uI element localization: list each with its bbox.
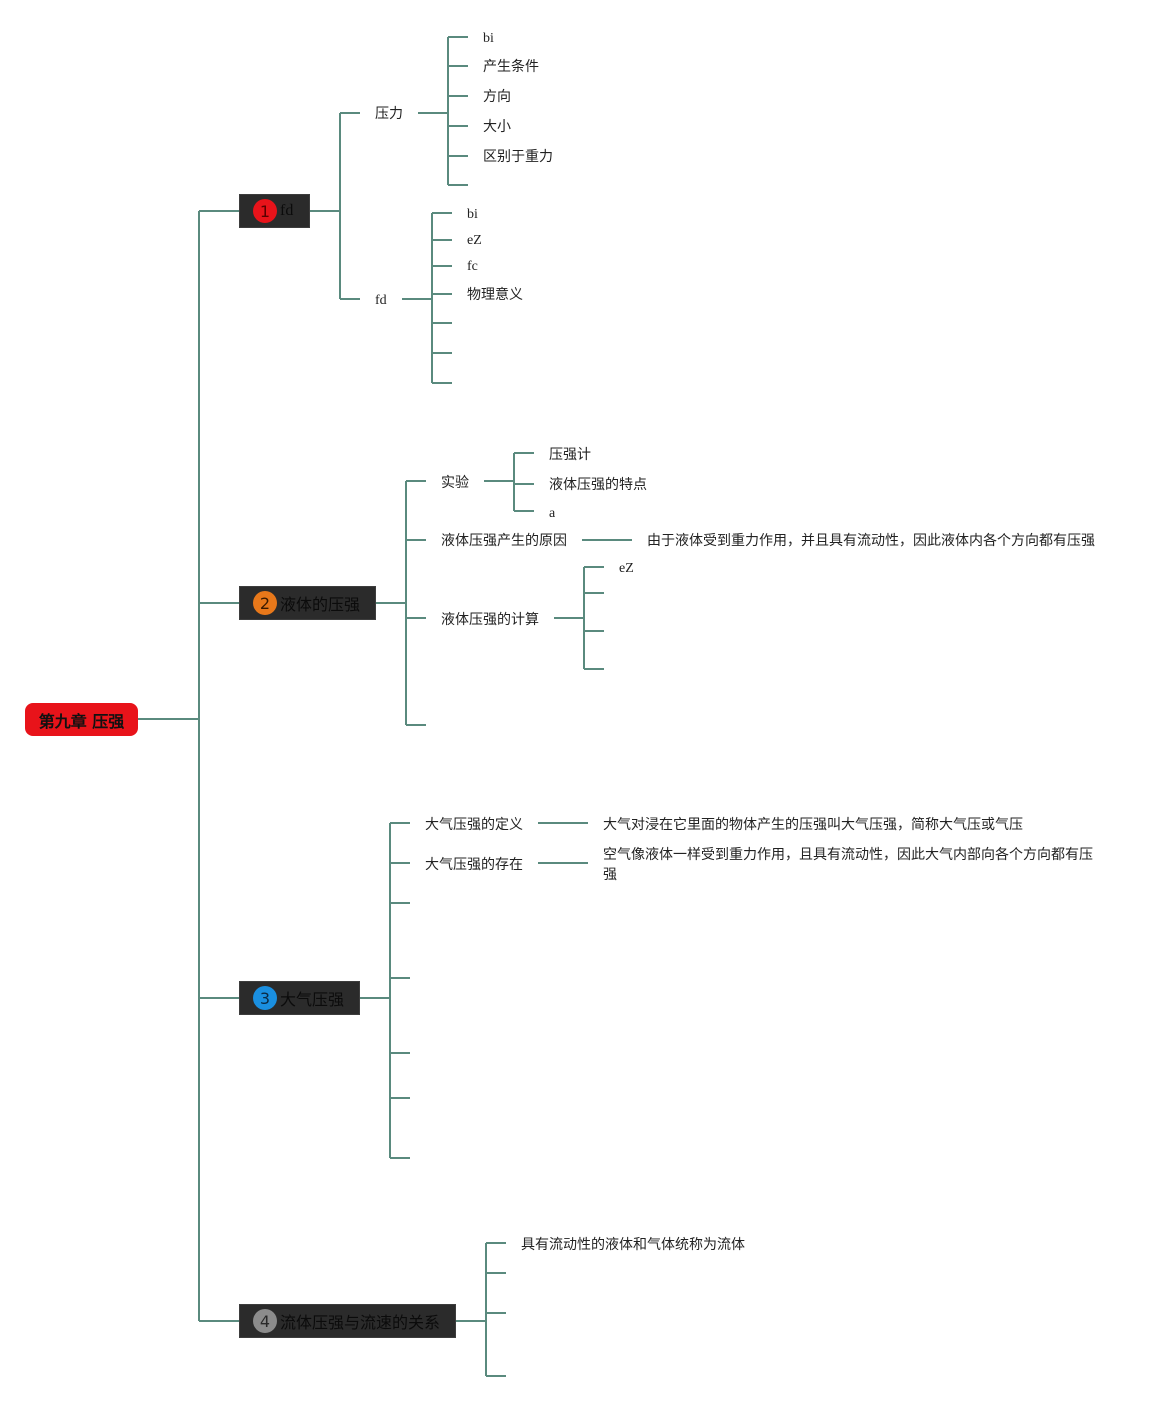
- node-cause[interactable]: 液体压强产生的原因: [441, 533, 567, 549]
- leaf-node[interactable]: eZ: [619, 561, 634, 576]
- node-experiment[interactable]: 实验: [441, 475, 469, 491]
- number-badge-icon: 3: [253, 986, 277, 1010]
- leaf-node[interactable]: fc: [467, 259, 478, 274]
- topic-node-4[interactable]: 4 流体压强与流速的关系: [239, 1304, 456, 1338]
- leaf-node[interactable]: bi: [483, 31, 494, 46]
- leaf-node[interactable]: 物理意义: [467, 287, 523, 303]
- leaf-node[interactable]: 方向: [483, 89, 511, 105]
- node-definition[interactable]: 大气压强的定义: [425, 817, 523, 833]
- leaf-node[interactable]: 区别于重力: [483, 149, 553, 165]
- root-node[interactable]: 第九章 压强: [25, 703, 138, 736]
- leaf-node[interactable]: bi: [467, 207, 478, 222]
- topic-node-2[interactable]: 2 液体的压强: [239, 586, 376, 620]
- node-calculation[interactable]: 液体压强的计算: [441, 612, 539, 628]
- number-badge-icon: 1: [253, 199, 277, 223]
- topic-label: 流体压强与流速的关系: [280, 1313, 441, 1332]
- leaf-node[interactable]: 具有流动性的液体和气体统称为流体: [521, 1237, 745, 1253]
- leaf-node[interactable]: 压强计: [549, 447, 591, 463]
- node-existence[interactable]: 大气压强的存在: [425, 857, 523, 873]
- detail-node[interactable]: 大气对浸在它里面的物体产生的压强叫大气压强，简称大气压或气压: [603, 817, 1023, 833]
- detail-node[interactable]: 由于液体受到重力作用，并且具有流动性，因此液体内各个方向都有压强: [647, 533, 1095, 549]
- number-badge-icon: 4: [253, 1309, 277, 1333]
- root-label: 第九章 压强: [38, 711, 125, 731]
- leaf-node[interactable]: a: [549, 506, 556, 521]
- topic-node-3[interactable]: 3 大气压强: [239, 981, 360, 1015]
- number-badge-icon: 2: [253, 591, 277, 615]
- leaf-node[interactable]: 液体压强的特点: [549, 477, 647, 493]
- detail-node[interactable]: 空气像液体一样受到重力作用，且具有流动性，因此大气内部向各个方向都有压强: [603, 847, 1093, 883]
- topic-label: 液体的压强: [280, 595, 361, 614]
- leaf-node[interactable]: 大小: [483, 119, 511, 135]
- topic-label: 大气压强: [280, 990, 345, 1009]
- node-fd[interactable]: fd: [375, 293, 387, 308]
- leaf-node[interactable]: eZ: [467, 233, 482, 248]
- node-pressure[interactable]: 压力: [375, 106, 403, 122]
- topic-label: fd: [280, 202, 294, 219]
- topic-node-1[interactable]: 1 fd: [239, 194, 310, 228]
- leaf-node[interactable]: 产生条件: [483, 59, 539, 75]
